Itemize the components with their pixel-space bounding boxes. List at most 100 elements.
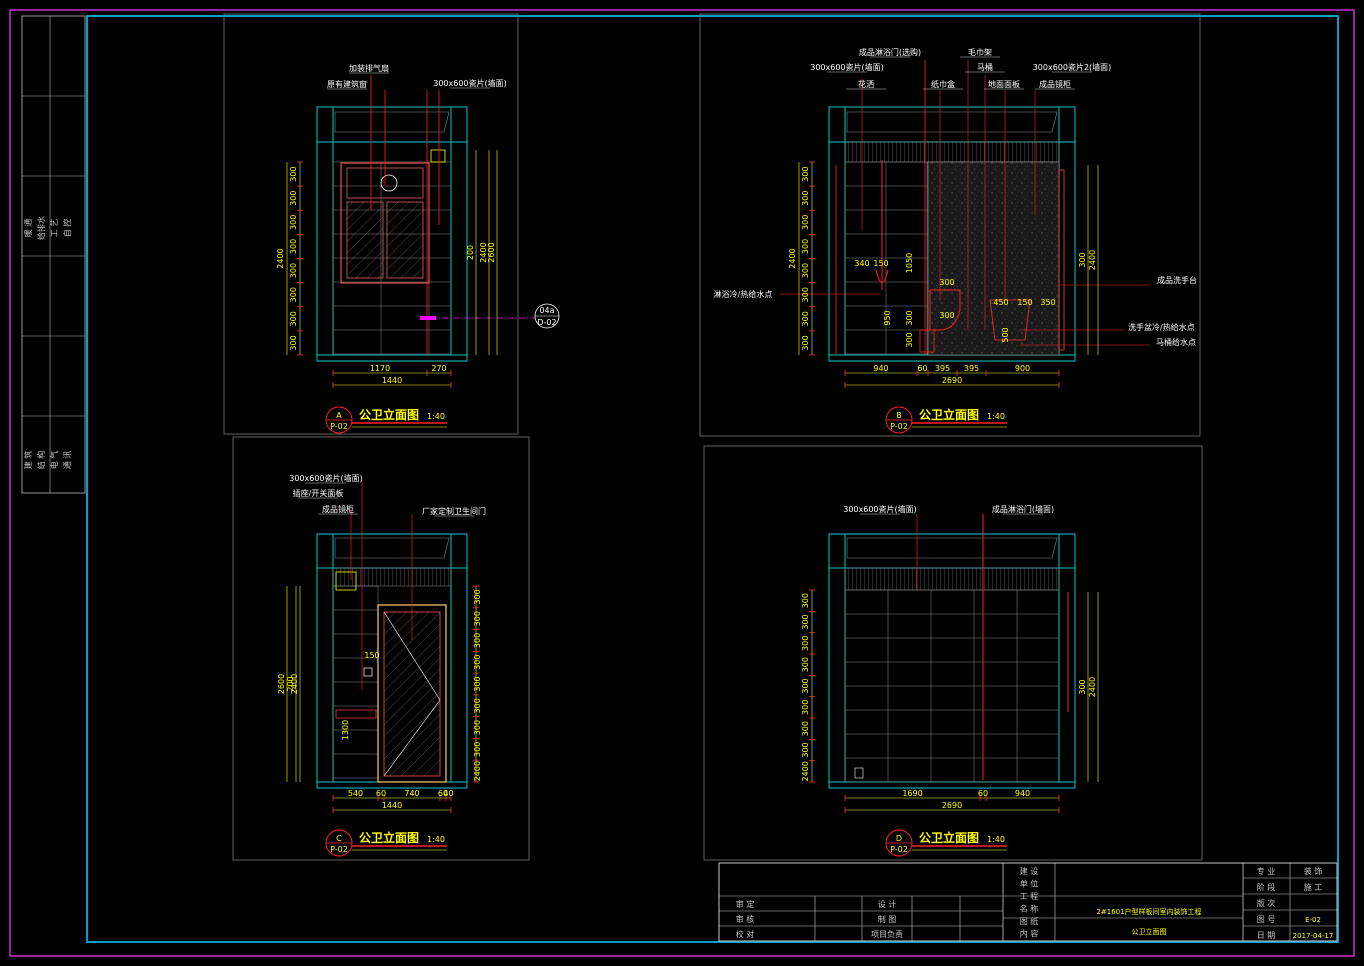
tb-drawing-content: 公卫立面图 [1132,927,1167,936]
dim-value: 395 [964,364,979,373]
tb-mid-label: 工 程 [1020,892,1039,901]
callout-label: 成品镜柜 [322,504,354,514]
callout-label: 淋浴冷/热给水点 [714,289,773,299]
detail-callout-sheet: D-02 [537,318,556,327]
outer-frame [9,9,1355,957]
dim-value: 300 [1078,679,1087,694]
tb-right-key: 阶 段 [1257,882,1276,892]
view-title: 公卫立面图 [919,830,979,845]
panel-c-border [232,436,530,861]
dim-value: 300 [473,633,482,648]
tb-right-value: E-02 [1305,916,1321,924]
dim-value: 2400 [801,761,810,781]
inner-dim-value: 500 [1001,327,1010,342]
inner-frame [86,15,1339,943]
inner-dim-value: 300 [939,311,954,320]
dim-value: 2600 [277,674,286,694]
tb-left-key: 审 核 [736,914,755,924]
inner-dim-value: 450 [993,298,1008,307]
stamp-bottom-label: 通 讯 [62,451,72,470]
inner-dim-value: 340 [854,259,869,268]
tb-right-value: 装 饰 [1304,866,1323,876]
callout-label: 300x600瓷片(墙面) [289,473,363,483]
dim-value: 300 [801,742,810,757]
dim-value: 270 [431,364,446,373]
dim-value: 2600 [487,242,496,262]
view-letter: C [336,834,342,843]
dim-value: 300 [289,335,298,350]
dim-value: 2400 [1088,677,1097,697]
tb-mid-label: 单 位 [1020,879,1039,889]
callout-label: 地面面板 [988,79,1020,89]
tb-mid-label: 建 设 [1020,866,1039,876]
tb-left-key2: 制 图 [878,914,897,924]
dim-value: 900 [1015,364,1030,373]
callout-label: 花洒 [858,79,874,89]
dim-value: 200 [286,676,295,691]
inner-dim-value: 300 [905,310,914,325]
tb-left-key: 审 定 [736,899,755,909]
inner-dim-value: 300 [939,278,954,287]
dim-value: 300 [289,263,298,278]
stamp-top-label: 暖 通 [23,219,33,238]
dim-value: 60 [917,364,927,373]
dim-value: 300 [801,215,810,230]
callout-label: 插座/开关面板 [293,488,344,498]
tb-project-name: 2#1601户型样板间室内装饰工程 [1096,907,1201,916]
dim-value: 300 [473,655,482,670]
dim-value: 60 [376,789,386,798]
view-sheet: P-02 [330,845,348,854]
dim-value: 540 [348,789,363,798]
tb-right-key: 版 次 [1257,898,1276,908]
view-scale: 1:40 [427,412,445,421]
view-letter: B [896,411,902,420]
stamp-bottom-labels: 建 筑结 构电 气通 讯 [23,451,72,470]
callout-label: 300x600瓷片(墙面) [810,62,884,72]
callout-label: 300x600瓷片(墙面) [433,78,507,88]
inner-dim-value: 1300 [341,720,350,740]
callout-label: 马桶给水点 [1156,337,1196,347]
view-sheet: P-02 [890,845,908,854]
tb-left-key2: 项目负责 [871,929,903,939]
stamp-top-labels: 暖 通给排水工 艺自 控 [23,216,72,240]
dim-value: 300 [473,589,482,604]
dim-value: 395 [935,364,950,373]
dim-value: 300 [801,166,810,181]
tb-right-key: 日 期 [1257,931,1276,940]
dim-total: 2400 [276,248,285,268]
title-block: 审 定设 计审 核制 图校 对项目负责建 设单 位工 程名 称图 纸内 容2#1… [718,862,1338,942]
callout-label: 成品淋浴门(墙面) [992,504,1054,514]
dim-value: 300 [801,311,810,326]
dim-value: 300 [1078,252,1087,267]
dim-total: 2690 [942,801,962,810]
callout-label: 原有建筑窗 [327,79,367,89]
callout-label: 成品洗手台 [1157,275,1197,285]
dim-value: 300 [473,742,482,757]
dim-value: 200 [466,245,475,260]
dim-value: 940 [1015,789,1030,798]
view-sheet: P-02 [330,422,348,431]
dim-value: 300 [289,215,298,230]
view-scale: 1:40 [987,412,1005,421]
tb-mid-label: 内 容 [1020,929,1039,939]
dim-value: 300 [473,720,482,735]
dim-value: 60 [438,789,448,798]
callout-label: 洗手盆冷/热给水点 [1128,322,1195,332]
dim-value: 2400 [1088,250,1097,270]
dim-total: 2400 [788,248,797,268]
tb-mid-label: 图 纸 [1020,916,1039,926]
tb-mid-label: 名 称 [1020,904,1039,914]
detail-callout-id: 04a [539,306,554,315]
dim-value: 300 [801,335,810,350]
callout-label: 成品淋浴门(选购) [859,47,921,57]
dim-total: 1440 [382,801,402,810]
dim-value: 300 [473,698,482,713]
dim-value: 300 [473,676,482,691]
inner-dim-value: 350 [1040,298,1055,307]
view-sheet: P-02 [890,422,908,431]
dim-value: 2400 [479,242,488,262]
dim-value: 40 [443,789,453,798]
title-block-text: 审 定设 计审 核制 图校 对项目负责建 设单 位工 程名 称图 纸内 容2#1… [736,866,1334,940]
